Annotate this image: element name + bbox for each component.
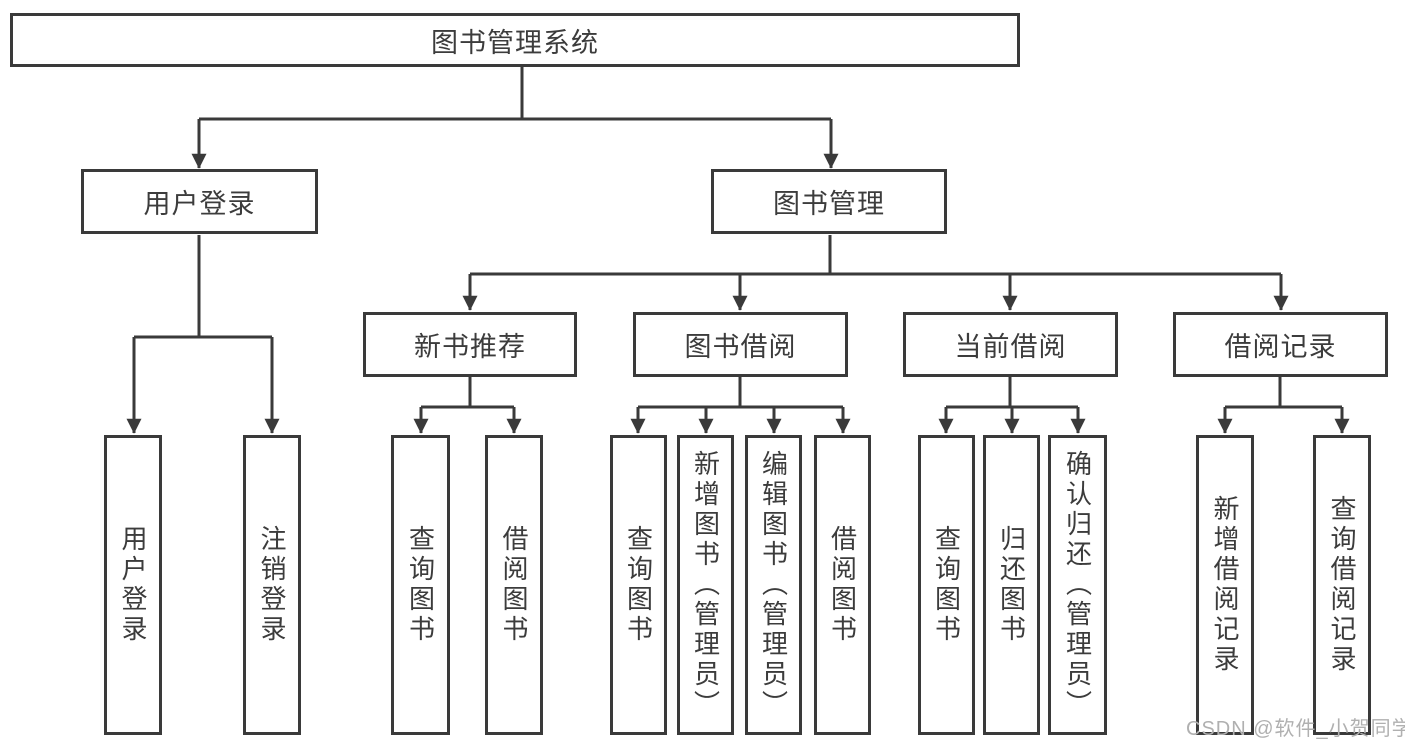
leaf-query-borrow-record: 查询借阅记录 [1313, 435, 1371, 735]
leaf-query-books-current: 查询图书 [918, 435, 975, 735]
node-book-management: 图书管理 [711, 169, 947, 234]
node-book-borrowing: 图书借阅 [633, 312, 848, 377]
leaf-edit-books-admin: 编辑图书（管理员） [745, 435, 802, 735]
leaf-return-books: 归还图书 [983, 435, 1040, 735]
leaf-add-books-admin: 新增图书（管理员） [677, 435, 734, 735]
node-borrowing-records: 借阅记录 [1173, 312, 1388, 377]
leaf-query-books-recommend: 查询图书 [391, 435, 450, 735]
leaf-confirm-return-admin: 确认归还（管理员） [1048, 435, 1107, 735]
node-user-login: 用户登录 [81, 169, 318, 234]
node-new-book-recommendation: 新书推荐 [363, 312, 577, 377]
leaf-logout: 注销登录 [243, 435, 301, 735]
leaf-user-login: 用户登录 [104, 435, 162, 735]
leaf-borrow-books-recommend: 借阅图书 [485, 435, 543, 735]
node-current-borrowing: 当前借阅 [903, 312, 1118, 377]
leaf-query-books-borrowing: 查询图书 [610, 435, 667, 735]
leaf-add-borrow-record: 新增借阅记录 [1196, 435, 1254, 735]
csdn-watermark: CSDN @软件_小贺同学 [1186, 718, 1405, 740]
node-library-management-system: 图书管理系统 [10, 13, 1020, 67]
leaf-borrow-books: 借阅图书 [814, 435, 871, 735]
